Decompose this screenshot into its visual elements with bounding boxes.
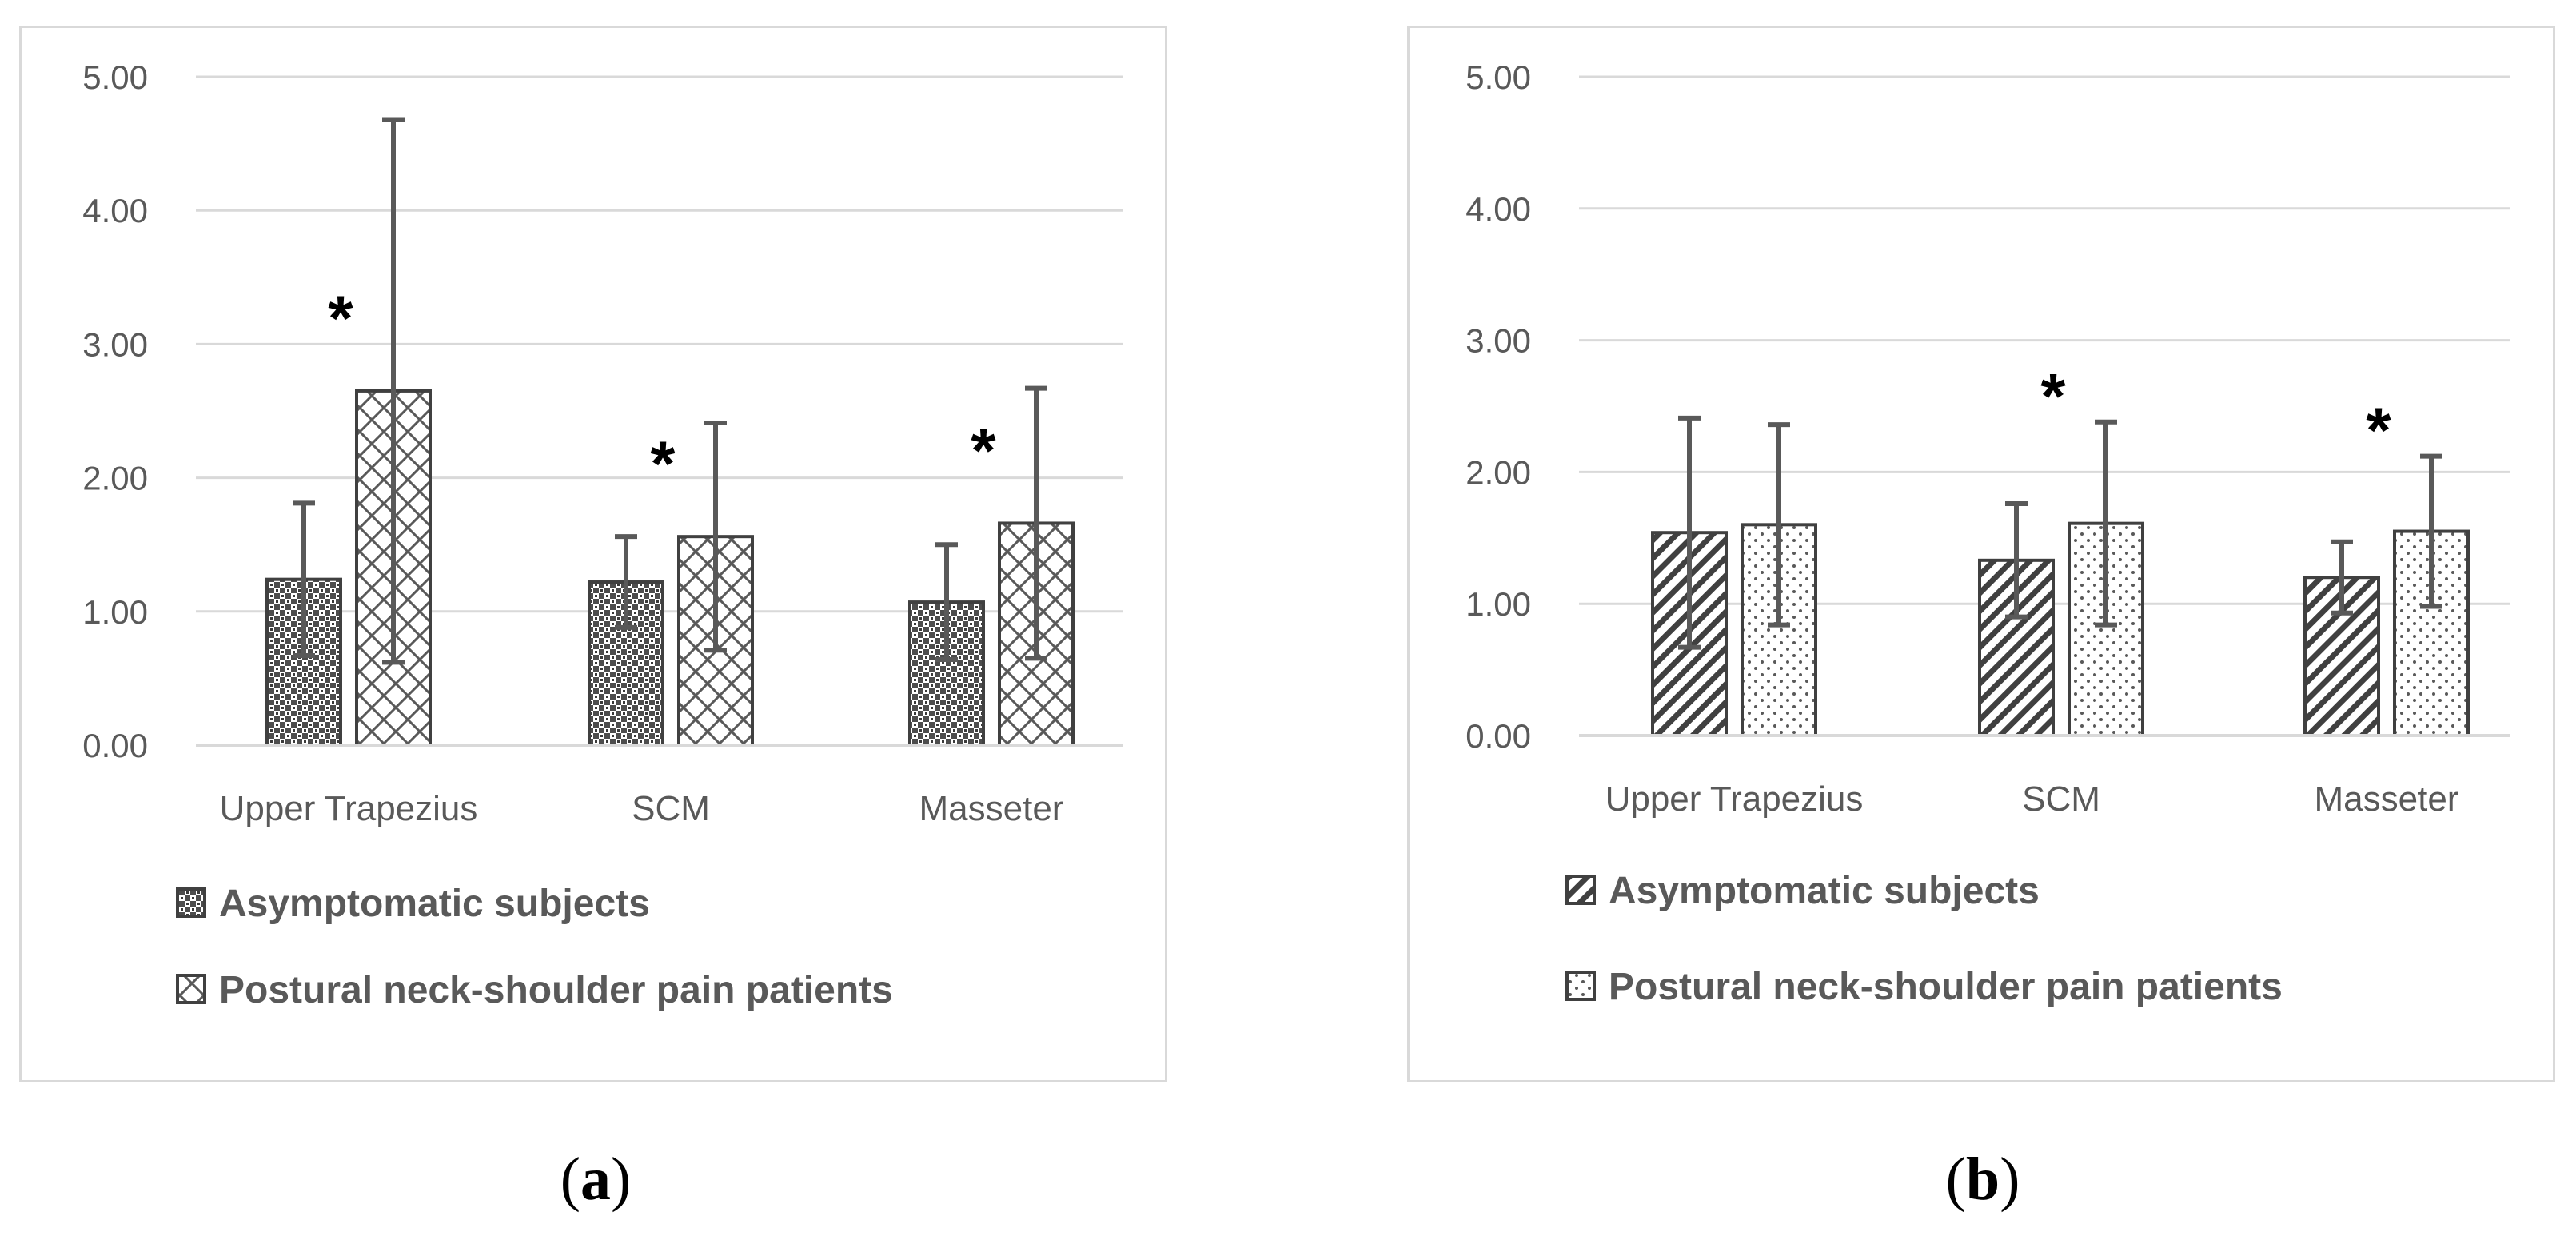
y-tick-label: 3.00	[82, 325, 148, 363]
y-tick-label: 0.00	[82, 727, 148, 764]
y-tick-label: 3.00	[1465, 322, 1531, 360]
significance-star: *	[2366, 395, 2391, 466]
x-category-label: Upper Trapezius	[1605, 779, 1864, 819]
legend-label: Asymptomatic subjects	[219, 883, 650, 925]
y-tick-label: 0.00	[1465, 717, 1531, 755]
x-category-label: Masseter	[2315, 779, 2459, 819]
significance-star: *	[971, 415, 996, 486]
significance-star: *	[2040, 361, 2066, 432]
y-tick-label: 4.00	[1465, 190, 1531, 228]
x-category-label: SCM	[632, 789, 710, 828]
x-category-label: SCM	[2022, 779, 2100, 819]
significance-star: *	[328, 282, 353, 353]
panel-label: (b)	[1946, 1146, 2020, 1213]
x-category-label: Upper Trapezius	[220, 789, 478, 828]
y-tick-label: 1.00	[1465, 585, 1531, 623]
y-tick-label: 1.00	[82, 593, 148, 631]
chart-a: 0.00 1.00 2.00 3.00 4.00 5.00 * Upper Trapezius…	[82, 58, 1123, 1213]
chart-frame-a	[19, 26, 1167, 1082]
legend-label: Postural neck-shoulder pain patients	[1609, 966, 2283, 1008]
y-tick-label: 2.00	[82, 460, 148, 497]
legend-swatch	[1565, 875, 1596, 905]
legend-swatch	[176, 887, 206, 918]
y-tick-label: 4.00	[82, 192, 148, 229]
y-tick-label: 5.00	[1465, 58, 1531, 96]
panel-label: (a)	[560, 1146, 632, 1213]
legend-label: Postural neck-shoulder pain patients	[219, 969, 893, 1011]
x-category-label: Masseter	[919, 789, 1064, 828]
y-tick-label: 2.00	[1465, 453, 1531, 491]
chart-frame-b	[1407, 26, 2555, 1082]
legend-swatch	[1565, 971, 1596, 1001]
significance-star: *	[650, 429, 676, 500]
legend-swatch	[176, 974, 206, 1004]
y-tick-label: 5.00	[82, 58, 148, 96]
legend-label: Asymptomatic subjects	[1609, 870, 2040, 912]
